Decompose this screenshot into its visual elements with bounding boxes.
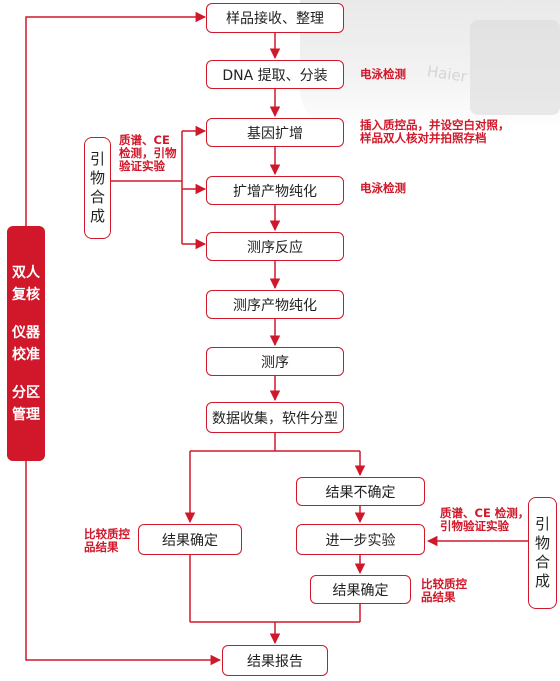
- step-dna-extraction: DNA 提取、分装: [206, 60, 344, 89]
- step-label: 测序反应: [247, 239, 303, 256]
- step-label: 结果报告: [247, 653, 303, 670]
- step-data-collection: 数据收集，软件分型: [206, 402, 344, 433]
- note-line: 质谱、CE: [119, 133, 170, 147]
- note-primer-check-left: 质谱、CE 检测，引物 验证实验: [119, 134, 177, 173]
- step-label: 测序: [261, 354, 289, 371]
- note-compare-left: 比较质控 品结果: [84, 528, 130, 554]
- step-result-confirmed-left: 结果确定: [138, 524, 242, 555]
- note-line: 检测，引物: [119, 146, 177, 160]
- bar-text-line: 校准: [12, 346, 40, 363]
- note-line: 比较质控: [421, 577, 467, 591]
- primer-synthesis-right: 引物合成: [528, 497, 557, 609]
- note-line: 品结果: [421, 590, 456, 604]
- step-gene-amplification: 基因扩增: [206, 118, 344, 147]
- step-result-confirmed-right: 结果确定: [310, 575, 411, 604]
- note-primer-check-right: 质谱、CE 检测， 引物验证实验: [440, 507, 529, 533]
- note-line: 样品双人核对并拍照存档: [360, 131, 487, 145]
- bar-text-line: 仪器: [12, 324, 40, 341]
- note-line: 插入质控品，并设空白对照，: [360, 118, 510, 132]
- note-line: 品结果: [84, 540, 119, 554]
- step-sample-receive: 样品接收、整理: [206, 3, 344, 33]
- primer-synthesis-label: 引物合成: [89, 150, 105, 225]
- note-compare-right: 比较质控 品结果: [421, 578, 467, 604]
- note-line: 验证实验: [119, 159, 165, 173]
- step-label: 结果确定: [162, 532, 218, 549]
- step-sequencing-purify: 测序产物纯化: [206, 290, 344, 319]
- bar-text-line: 复核: [12, 286, 40, 303]
- step-label: 结果不确定: [325, 484, 396, 501]
- step-label: 样品接收、整理: [226, 11, 324, 27]
- step-label: 数据收集，软件分型: [212, 410, 338, 427]
- step-label: 结果确定: [332, 582, 389, 599]
- note-line: 比较质控: [84, 527, 130, 541]
- note-electrophoresis-1: 电泳检测: [360, 67, 406, 81]
- step-result-report: 结果报告: [222, 645, 328, 676]
- step-label: 进一步实验: [325, 532, 396, 549]
- bar-text-line: 分区: [12, 384, 40, 401]
- step-further-experiment: 进一步实验: [296, 524, 425, 555]
- step-label: DNA 提取、分装: [222, 67, 328, 84]
- step-label: 扩增产物纯化: [233, 183, 317, 200]
- bar-text-line: 双人: [12, 264, 40, 281]
- primer-synthesis-left: 引物合成: [84, 137, 111, 239]
- note-electrophoresis-2: 电泳检测: [360, 181, 406, 195]
- bar-text-line: 管理: [12, 406, 40, 423]
- qc-management-bar: 双人 复核 仪器 校准 分区 管理: [7, 226, 45, 461]
- step-sequencing-reaction: 测序反应: [206, 232, 344, 261]
- note-controls: 插入质控品，并设空白对照， 样品双人核对并拍照存档: [360, 119, 510, 145]
- primer-synthesis-label: 引物合成: [534, 515, 550, 590]
- step-amplification-purify: 扩增产物纯化: [206, 176, 344, 205]
- note-line: 质谱、CE 检测，: [440, 506, 530, 520]
- step-label: 测序产物纯化: [233, 297, 317, 314]
- step-sequencing: 测序: [206, 347, 344, 376]
- background-device-decoration: [470, 20, 560, 115]
- step-label: 基因扩增: [247, 125, 303, 142]
- note-line: 引物验证实验: [440, 519, 509, 533]
- step-result-uncertain: 结果不确定: [296, 477, 425, 506]
